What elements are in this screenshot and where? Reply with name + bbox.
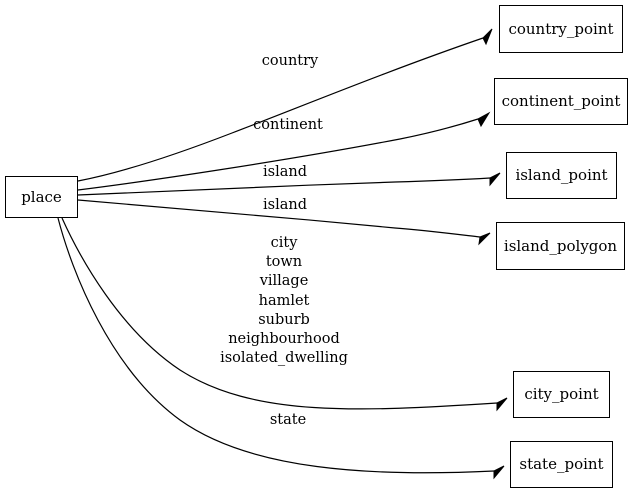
node-label: continent_point xyxy=(501,92,621,110)
node-label: place xyxy=(21,187,62,206)
node-continent_point[interactable]: continent_point xyxy=(494,78,628,125)
node-place[interactable]: place xyxy=(5,176,78,218)
edge-place-to-island_point xyxy=(77,177,491,196)
node-city_point[interactable]: city_point xyxy=(513,371,610,418)
node-label: city_point xyxy=(524,385,599,403)
node-state_point[interactable]: state_point xyxy=(510,441,613,488)
node-island_polygon[interactable]: island_polygon xyxy=(496,222,625,270)
node-label: state_point xyxy=(519,455,604,473)
edge-place-to-continent_point xyxy=(77,118,479,191)
edge-place-to-city_point xyxy=(61,217,498,410)
arrowhead-island_polygon xyxy=(478,232,491,246)
arrowhead-country_point xyxy=(482,28,493,46)
arrowhead-island_point xyxy=(489,172,501,187)
node-island_point[interactable]: island_point xyxy=(506,152,617,199)
edge-label-place-to-city_point: city town village hamlet suburb neighbou… xyxy=(220,235,348,367)
edge-place-to-state_point xyxy=(57,217,495,474)
arrowhead-city_point xyxy=(496,397,508,412)
node-label: country_point xyxy=(508,19,614,38)
edge-label-place-to-country_point: country xyxy=(261,53,319,69)
node-country_point[interactable]: country_point xyxy=(499,5,623,53)
arrowhead-state_point xyxy=(493,465,505,480)
arrowhead-continent_point xyxy=(477,111,491,128)
edge-label-place-to-continent_point: continent xyxy=(253,117,323,133)
edge-label-place-to-island_polygon: island xyxy=(263,197,307,213)
edge-place-to-country_point xyxy=(77,37,484,182)
edge-label-place-to-state_point: state xyxy=(269,412,307,428)
node-label: island_point xyxy=(515,166,608,184)
edge-place-to-island_polygon xyxy=(77,199,481,238)
edge-label-place-to-island_point: island xyxy=(263,164,307,180)
node-label: island_polygon xyxy=(503,236,618,255)
